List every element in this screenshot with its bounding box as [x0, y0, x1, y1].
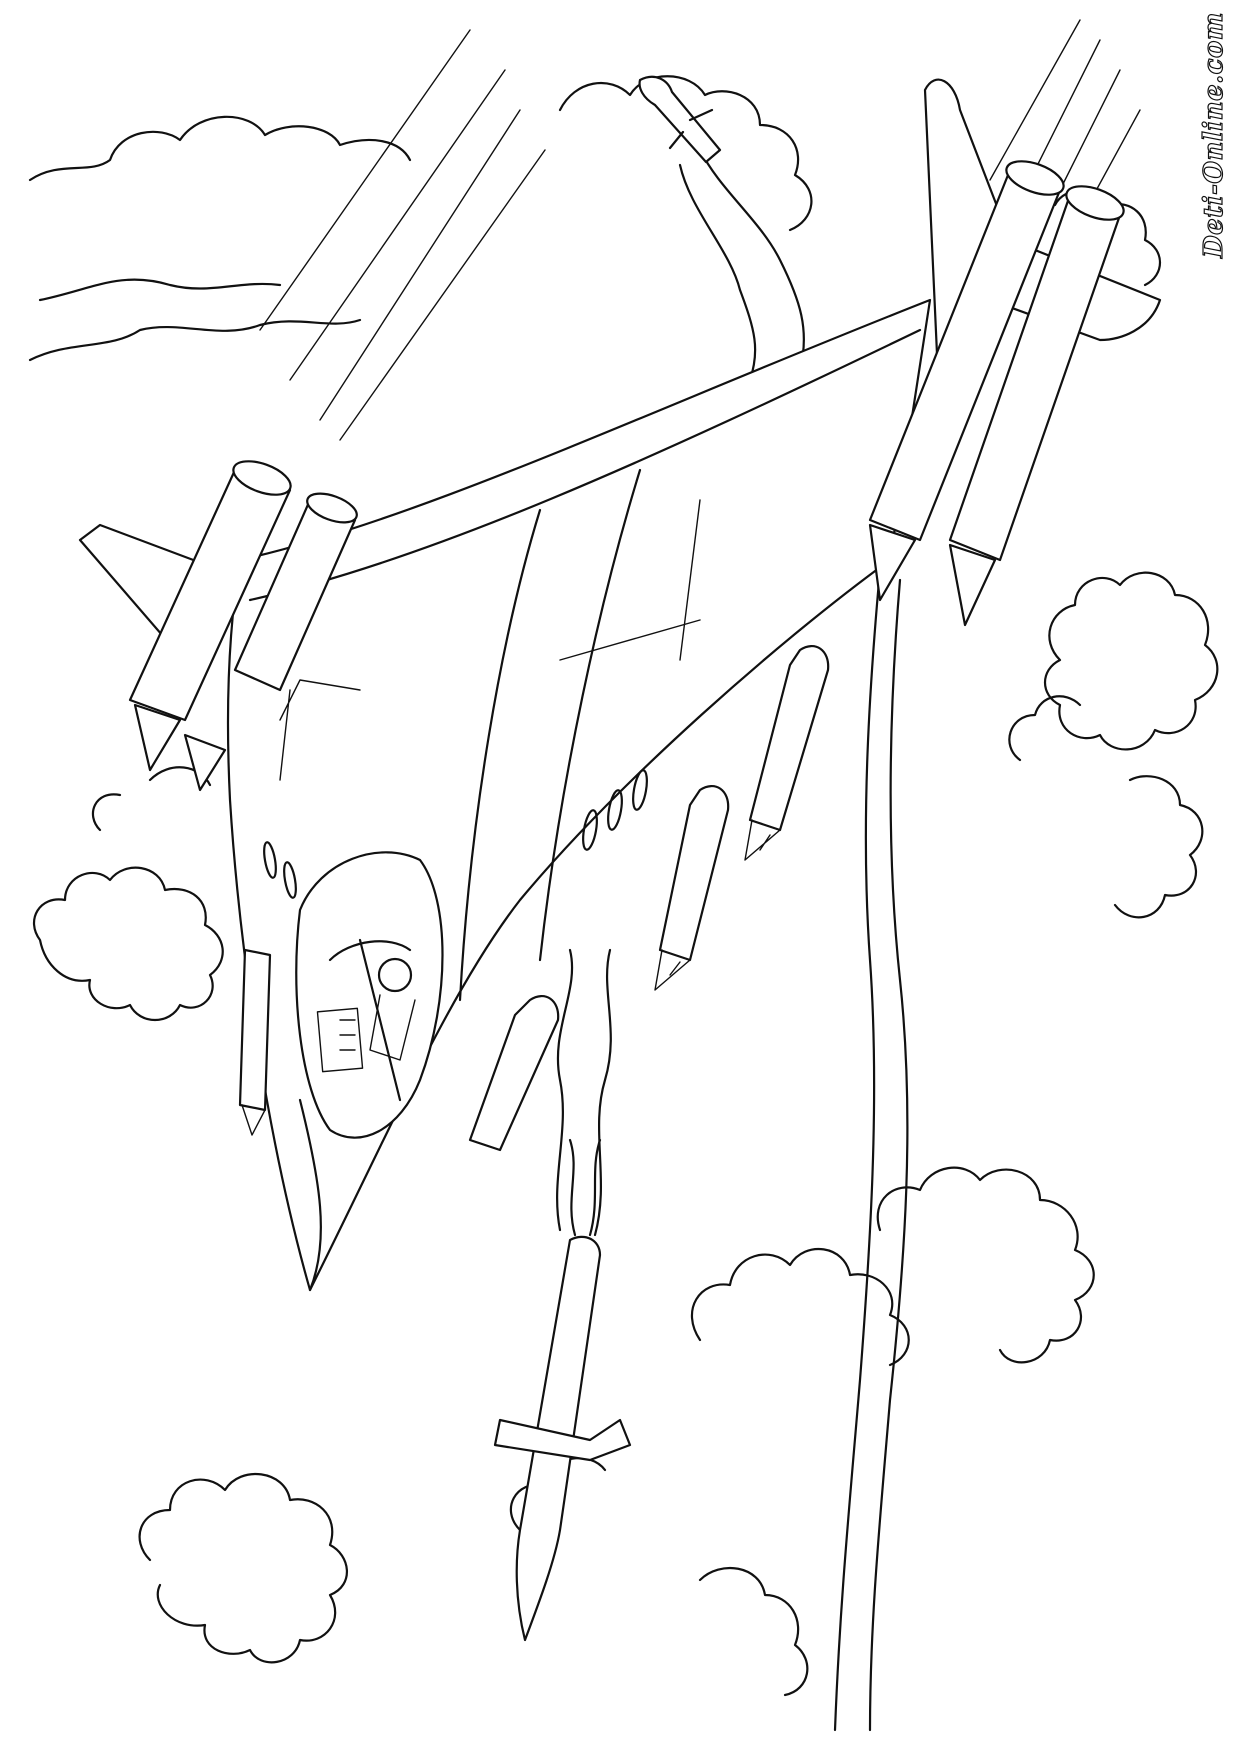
cloud-bottom-center [690, 1247, 910, 1367]
vent-4 [263, 841, 277, 879]
cloud-top-band [28, 278, 362, 362]
jet-vents [263, 769, 648, 899]
jet-center-ridge [458, 468, 642, 1002]
engine-pod-right-2 [948, 185, 1125, 627]
speed-lines [259, 19, 1141, 441]
cloud-left-upper [91, 766, 212, 832]
engine-pod-left-2 [183, 492, 358, 792]
missile-launched [493, 1138, 632, 1642]
cloud-bottom-left [138, 1472, 348, 1664]
vent-2 [607, 789, 623, 831]
cloud-top-left [28, 115, 412, 182]
engine-pod-right-1 [868, 160, 1065, 602]
missile-underwing-1 [744, 645, 830, 861]
speed-lines-left-pods [259, 29, 546, 441]
missile-underwing-4 [238, 948, 272, 1136]
cockpit-canopy [295, 851, 444, 1139]
cockpit-instruments [316, 957, 416, 1073]
missile-top-fins [668, 108, 714, 150]
pilot-body [339, 994, 416, 1061]
cloud-bottom-right [876, 1166, 1095, 1364]
cloud-right-lower [1008, 695, 1204, 919]
underwing-missiles [238, 645, 830, 1152]
jet-nose-line [298, 1098, 322, 1292]
missile-launched-wings [493, 1418, 632, 1462]
missile-top [638, 75, 722, 164]
engine-pods [128, 160, 1125, 792]
watermark: Deti-Online.com [1194, 12, 1234, 259]
pilot-helmet [377, 957, 413, 993]
cloud-right-middle [1044, 571, 1219, 751]
engine-pod-left-1 [128, 460, 292, 772]
cloud-top-center [558, 75, 813, 232]
vent-1 [582, 809, 598, 851]
speed-lines-right-pods [989, 19, 1141, 221]
cloud-left-middle [33, 866, 224, 1021]
cockpit-frame [328, 938, 412, 1102]
smoke-trail-center [556, 948, 612, 1237]
smoke-trail-top-missile [678, 148, 806, 382]
jet-fuselage [226, 298, 932, 1292]
instrument-panel [316, 1007, 364, 1073]
vent-5 [283, 861, 297, 899]
jet-panel-lines [279, 499, 701, 781]
vent-3 [632, 769, 648, 811]
smoke-trails [556, 148, 909, 1732]
missile-launched-exhaust [568, 1138, 602, 1237]
smoke-trail-right [833, 568, 909, 1732]
missile-underwing-3 [468, 995, 560, 1152]
missile-top-body [638, 75, 722, 164]
missile-underwing-2 [654, 785, 730, 991]
watermark-text: Deti-Online.com [1198, 12, 1230, 259]
